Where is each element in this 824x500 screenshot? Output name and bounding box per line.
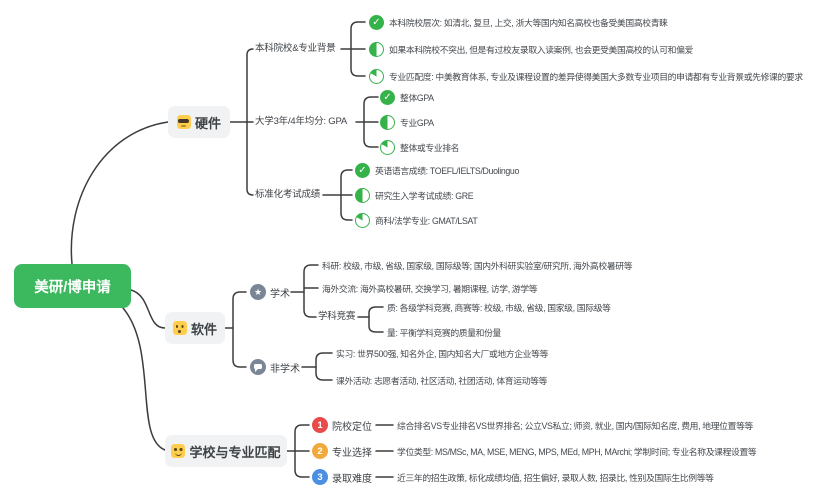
leaf-gre[interactable]: 研究生入学考试成绩: GRE (355, 187, 474, 203)
leaf-overall-gpa[interactable]: 整体GPA (380, 89, 434, 105)
label-subject-competition[interactable]: 学科竞赛 (318, 311, 356, 322)
branch-hardware-label: 硬件 (194, 115, 221, 131)
pie-circle-icon (355, 212, 370, 228)
leaf-ranking[interactable]: 整体或专业排名 (380, 139, 459, 155)
leaf-admission-difficulty-detail[interactable]: 近三年的招生政策, 标化成绩均值, 招生偏好, 录取人数, 招录比, 性别及国际… (397, 472, 714, 483)
group-label-undergrad-background[interactable]: 本科院校&专业背景 (255, 43, 336, 54)
check-circle-icon (369, 14, 384, 30)
leaf-major-gpa[interactable]: 专业GPA (380, 114, 434, 130)
leaf-internship[interactable]: 实习: 世界500强, 知名外企, 国内知名大厂或地方企业等等 (336, 348, 549, 359)
half-circle-icon (369, 41, 384, 57)
leaf-english-tests[interactable]: 英语语言成绩: TOEFL/IELTS/Duolinguo (355, 162, 519, 178)
speech-bubble-circle-icon (250, 359, 266, 375)
star-circle-icon (250, 284, 266, 300)
pie-circle-icon (380, 139, 395, 155)
number-3-badge-icon: 3 (312, 469, 328, 485)
leaf-major-selection-detail[interactable]: 学位类型: MS/MSc, MA, MSE, MENG, MPS, MEd, M… (397, 446, 757, 457)
group-label-standardized-tests[interactable]: 标准化考试成绩 (255, 189, 321, 200)
branch-software-label: 软件 (190, 321, 217, 337)
check-circle-icon (355, 162, 370, 178)
half-circle-icon (355, 187, 370, 203)
subnode-major-selection[interactable]: 2 专业选择 (312, 443, 372, 459)
subnode-admission-difficulty[interactable]: 3 录取难度 (312, 469, 372, 485)
leaf-major-match[interactable]: 专业匹配度: 中美教育体系, 专业及课程设置的差异使得美国大多数专业项目的申请都… (369, 68, 803, 84)
smile-face-emoji-icon (171, 444, 186, 458)
leaf-overseas-exchange[interactable]: 海外交流: 海外高校暑研, 交换学习, 暑期课程, 访学, 游学等 (322, 283, 538, 294)
branch-node-hardware[interactable]: 硬件 (168, 106, 230, 138)
subnode-school-positioning[interactable]: 1 院校定位 (312, 417, 372, 433)
leaf-extracurricular[interactable]: 课外活动: 志愿者活动, 社区活动, 社团活动, 体育运动等等 (336, 375, 548, 386)
leaf-alumni-cases[interactable]: 如果本科院校不突出, 但是有过校友录取入读案例, 也会更受美国高校的认可和偏爱 (369, 41, 693, 57)
cool-face-emoji-icon (176, 115, 191, 129)
group-label-gpa[interactable]: 大学3年/4年均分: GPA (255, 116, 348, 127)
leaf-competition-quantity[interactable]: 量: 平衡学科竞赛的质量和份量 (387, 327, 501, 338)
leaf-school-tier[interactable]: 本科院校层次: 如清北, 复旦, 上交, 浙大等国内知名高校也备受美国高校青睐 (369, 14, 668, 30)
subnode-academic[interactable]: 学术 (250, 284, 290, 300)
root-label: 美研/博申请 (34, 279, 111, 296)
leaf-competition-quality[interactable]: 质: 各级学科竞赛, 商赛等: 校级, 市级, 省级, 国家级, 国际级等 (387, 302, 611, 313)
check-circle-icon (380, 89, 395, 105)
subnode-nonacademic[interactable]: 非学术 (250, 359, 300, 375)
surprised-face-emoji-icon (172, 321, 187, 335)
number-1-badge-icon: 1 (312, 417, 328, 433)
branch-node-software[interactable]: 软件 (165, 312, 225, 344)
leaf-gmat-lsat[interactable]: 商科/法学专业: GMAT/LSAT (355, 212, 478, 228)
leaf-research[interactable]: 科研: 校级, 市级, 省级, 国家级, 国际级等; 国内外科研实验室/研究所,… (322, 260, 633, 271)
branch-matching-label: 学校与专业匹配 (189, 444, 281, 460)
branch-node-matching[interactable]: 学校与专业匹配 (165, 435, 287, 467)
half-circle-icon (380, 114, 395, 130)
leaf-school-positioning-detail[interactable]: 综合排名VS专业排名VS世界排名; 公立VS私立; 师资, 就业, 国内/国际知… (397, 420, 753, 431)
root-node[interactable]: 美研/博申请 (14, 264, 131, 308)
pie-circle-icon (369, 68, 384, 84)
number-2-badge-icon: 2 (312, 443, 328, 459)
